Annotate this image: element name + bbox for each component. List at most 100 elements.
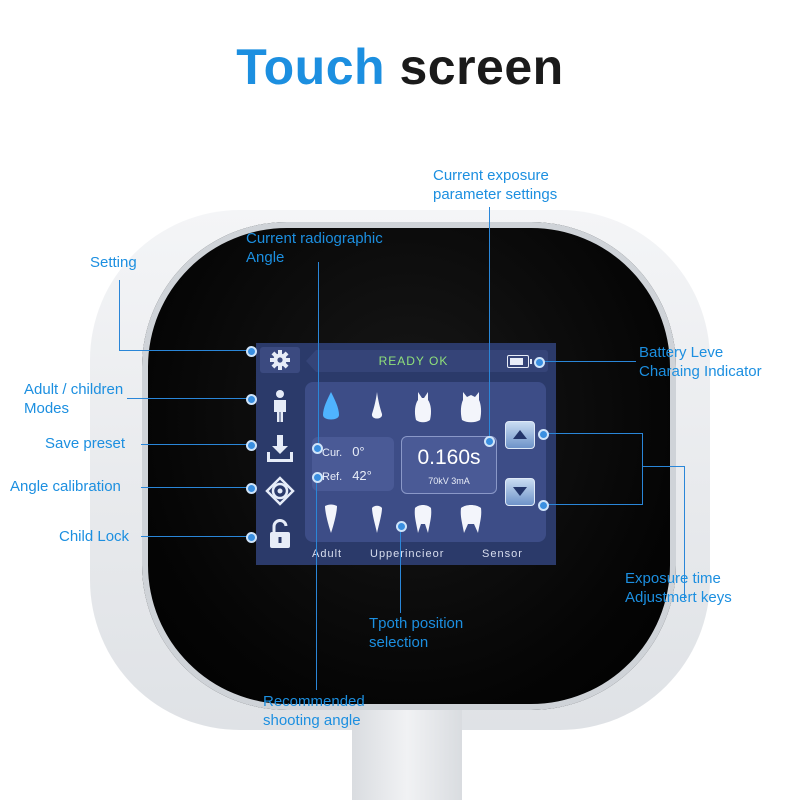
tooth-label: Upperincieor xyxy=(370,548,445,560)
dot-key-up xyxy=(538,429,549,440)
leader-keys-down-v xyxy=(684,466,685,600)
premolar-tooth-icon xyxy=(414,392,432,423)
dot-tooth-position xyxy=(396,521,407,532)
callout-battery: Battery Leve Charaing Indicator xyxy=(639,343,762,381)
callout-current-angle-line1: Current radiographic xyxy=(246,230,383,247)
calibration-icon xyxy=(265,476,295,506)
leader-adult xyxy=(127,398,252,399)
current-angle-value: 0° xyxy=(352,444,365,459)
tooth-upper-incisor-button[interactable] xyxy=(318,390,344,424)
receptor-label: Sensor xyxy=(482,548,523,560)
callout-tooth-position-line1: Tpoth position xyxy=(369,615,464,632)
arrow-down-icon xyxy=(513,487,527,496)
battery-icon xyxy=(507,355,532,368)
tooth-lower-canine-button[interactable] xyxy=(364,502,390,536)
dot-adult xyxy=(246,394,257,405)
leader-keys-up xyxy=(544,433,642,434)
callout-recommended-angle: Recommended shooting angle xyxy=(263,692,365,730)
callout-angle-calibration: Angle calibration xyxy=(10,478,121,495)
dot-key-down xyxy=(538,500,549,511)
angle-calibration-button[interactable] xyxy=(263,474,297,510)
adult-children-mode-button[interactable] xyxy=(263,388,297,424)
dot-angle-cal xyxy=(246,483,257,494)
incisor-tooth-icon xyxy=(323,392,339,420)
status-bar xyxy=(306,350,548,372)
leader-setting-h xyxy=(119,350,252,351)
tooth-lower-premolar-button[interactable] xyxy=(410,502,436,536)
callout-battery-line1: Battery Leve xyxy=(639,344,724,361)
callout-battery-line2: Charaing Indicator xyxy=(639,363,762,380)
leader-tooth-position xyxy=(400,527,401,613)
leader-current-angle xyxy=(318,262,319,447)
callout-current-exposure: Current exposure parameter settings xyxy=(433,166,557,204)
leader-keys-join xyxy=(642,433,643,505)
person-icon xyxy=(274,390,286,422)
title-touch: Touch xyxy=(236,39,386,95)
tooth-lower-incisor-button[interactable] xyxy=(318,502,344,536)
page-title: Touch screen xyxy=(0,38,800,96)
callout-tooth-position-line2: selection xyxy=(369,634,429,651)
reference-angle-label: Ref. xyxy=(322,471,343,483)
leader-recommended xyxy=(316,478,317,690)
device-handle xyxy=(352,705,462,800)
lower-molar-tooth-icon xyxy=(460,505,482,533)
callout-save-preset: Save preset xyxy=(45,435,126,452)
reference-angle: Ref. 42° xyxy=(322,468,372,483)
dot-recommended xyxy=(312,472,323,483)
dot-lock xyxy=(246,532,257,543)
callout-exposure-keys: Exposure time Adjustmert keys xyxy=(625,569,732,607)
leader-save xyxy=(141,444,251,445)
current-angle-label: Cur. xyxy=(322,447,343,459)
callout-adult-children: Adult / children Modes xyxy=(24,380,123,418)
callout-current-angle-line2: Angle xyxy=(246,249,285,266)
callout-current-angle: Current radiographic Angle xyxy=(246,229,383,267)
leader-battery xyxy=(540,361,636,362)
dot-battery xyxy=(534,357,545,368)
callout-recommended-line2: shooting angle xyxy=(263,712,361,729)
lock-icon xyxy=(270,519,290,548)
callout-recommended-line1: Recommended xyxy=(263,693,365,710)
callout-adult-children-line1: Adult / children xyxy=(24,381,124,398)
reference-angle-value: 42° xyxy=(352,468,372,483)
gear-icon xyxy=(270,350,290,370)
lower-incisor-tooth-icon xyxy=(325,504,337,533)
download-icon xyxy=(267,435,293,462)
tooth-upper-premolar-button[interactable] xyxy=(410,390,436,424)
callout-current-exposure-line1: Current exposure xyxy=(433,167,549,184)
dot-save xyxy=(246,440,257,451)
angle-readout xyxy=(312,437,394,491)
callout-tooth-position: Tpoth position selection xyxy=(369,614,463,652)
exposure-time: 0.160s xyxy=(417,446,481,469)
callout-adult-children-line2: Modes xyxy=(24,400,70,417)
callout-exposure-keys-line1: Exposure time xyxy=(625,570,721,587)
leader-setting-v xyxy=(119,280,120,351)
exposure-readout xyxy=(401,436,497,494)
lower-premolar-tooth-icon xyxy=(414,505,432,533)
setting-button[interactable] xyxy=(260,347,300,373)
exposure-params: 70kV 3mA xyxy=(428,476,470,486)
callout-setting: Setting xyxy=(90,254,137,271)
status-text: READY OK xyxy=(378,354,449,368)
leader-lock xyxy=(141,536,251,537)
callout-exposure-keys-line2: Adjustmert keys xyxy=(625,589,732,606)
callout-current-exposure-line2: parameter settings xyxy=(433,186,558,203)
exposure-up-button[interactable] xyxy=(505,421,535,449)
current-angle: Cur. 0° xyxy=(322,444,365,459)
dot-current-angle xyxy=(312,443,323,454)
tooth-upper-molar-button[interactable] xyxy=(458,390,484,424)
dot-setting xyxy=(246,346,257,357)
mode-label: Adult xyxy=(312,548,343,560)
exposure-down-button[interactable] xyxy=(505,478,535,506)
callout-child-lock: Child Lock xyxy=(59,528,130,545)
child-lock-button[interactable] xyxy=(263,518,297,554)
leader-angle-cal xyxy=(141,487,251,488)
leader-keys-out xyxy=(642,466,684,467)
tooth-lower-molar-button[interactable] xyxy=(458,502,484,536)
leader-keys-down xyxy=(544,504,642,505)
leader-exposure xyxy=(489,207,490,440)
arrow-up-icon xyxy=(513,430,527,439)
tooth-upper-canine-button[interactable] xyxy=(364,390,390,424)
dot-exposure xyxy=(484,436,495,447)
molar-tooth-icon xyxy=(460,392,482,423)
save-preset-button[interactable] xyxy=(263,432,297,468)
